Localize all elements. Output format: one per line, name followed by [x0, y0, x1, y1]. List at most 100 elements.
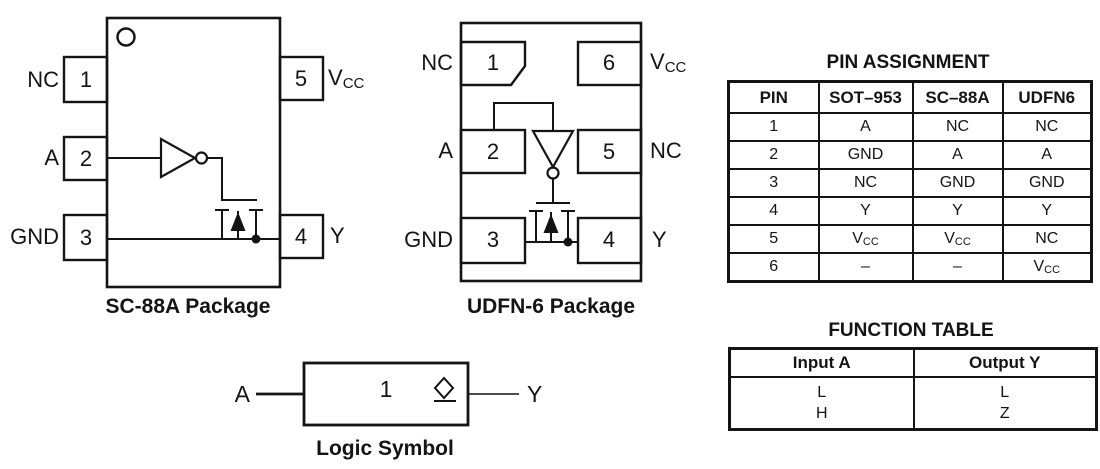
udfn6-pin2-number: 2: [486, 139, 500, 164]
udfn6-pin3-number: 3: [486, 227, 500, 252]
pin-table-cell: –: [911, 252, 1004, 283]
udfn6-pin3-pad: [459, 216, 527, 265]
udfn6-pin5-pad: [576, 128, 643, 175]
function-output-value-1: L: [1000, 384, 1010, 401]
udfn6-caption: UDFN-6 Package: [466, 295, 636, 318]
pin1-indicator-icon: [116, 27, 136, 47]
pin-table-cell: Y: [817, 196, 914, 226]
pin-table-cell: GND: [1001, 168, 1093, 198]
udfn6-pin5-number: 5: [602, 139, 616, 164]
function-table: Input A Output Y L H L Z: [728, 347, 1098, 431]
udfn6-pin4-label: Y: [652, 227, 667, 252]
pin-table-header-pin: PIN: [727, 80, 820, 114]
sc88a-pin5-number: 5: [294, 66, 308, 91]
udfn6-body-diode-arrow-icon: [543, 214, 559, 233]
pin-table-cell: VCC: [817, 224, 914, 254]
udfn6-pin6-label: VCC: [650, 49, 687, 76]
pin-table-cell: 4: [727, 196, 820, 226]
function-table-header-input: Input A: [728, 347, 915, 378]
function-input-value-1: L: [817, 384, 827, 401]
logic-input-label: A: [234, 381, 250, 407]
pin-table-cell: VCC: [1001, 252, 1093, 283]
function-table-header-output: Output Y: [912, 347, 1098, 378]
logic-symbol-caption: Logic Symbol: [316, 437, 454, 460]
udfn6-junction-dot: [563, 237, 573, 247]
pin-table-cell: GND: [911, 168, 1004, 198]
udfn6-pin1-number: 1: [486, 50, 500, 75]
sc88a-pin3-box: [62, 213, 109, 262]
sc88a-pin1-box: [62, 55, 109, 104]
sc88a-pin1-label: NC: [27, 67, 59, 92]
udfn6-gate-wire: [536, 179, 570, 204]
pin-assignment-table: PIN SOT–953 SC–88A UDFN6 1 A NC NC 2 GND…: [727, 80, 1093, 283]
pin-table-cell: 3: [727, 168, 820, 198]
udfn6-package-diagram: [459, 21, 643, 283]
sc88a-package-diagram: [62, 16, 325, 289]
pin-table-row-3: 3 NC GND GND: [727, 168, 1093, 198]
udfn6-pin3-label: GND: [404, 227, 453, 252]
pin-table-header-sc88a: SC–88A: [911, 80, 1004, 114]
sc88a-pin2-number: 2: [79, 146, 93, 171]
sc88a-mosfet-contacts: [215, 209, 263, 239]
udfn6-pin6-number: 6: [602, 50, 616, 75]
sc88a-inverter-triangle-icon: [159, 137, 198, 179]
sc88a-body-diode-arrow-icon: [230, 212, 246, 231]
pin-table-header-udfn6: UDFN6: [1001, 80, 1093, 114]
pin-table-cell: 2: [727, 140, 820, 170]
udfn6-inverter-bubble-icon: [546, 166, 560, 180]
sc88a-pin2-label: A: [44, 145, 59, 170]
pin-table-cell: 5: [727, 224, 820, 254]
sc88a-inverter-bubble-icon: [194, 151, 209, 165]
sc88a-pin4-box: [278, 213, 325, 260]
sc88a-gate-wire: [207, 157, 257, 201]
udfn6-input-wire: [493, 102, 554, 131]
udfn6-pin6-pad: [576, 40, 643, 87]
pin-table-header-row: PIN SOT–953 SC–88A UDFN6: [727, 80, 1093, 114]
function-table-header-row: Input A Output Y: [728, 347, 1098, 378]
pin-table-row-5: 5 VCC VCC NC: [727, 224, 1093, 254]
pin-table-cell: Y: [911, 196, 1004, 226]
udfn6-pin4-number: 4: [602, 227, 616, 252]
pin-table-cell: GND: [817, 140, 914, 170]
pin-table-row-4: 4 Y Y Y: [727, 196, 1093, 226]
sc88a-body: [105, 16, 282, 289]
sc88a-junction-dot: [251, 234, 261, 244]
function-output-value-2: Z: [999, 405, 1010, 422]
pin-table-header-sot953: SOT–953: [817, 80, 914, 114]
logic-output-label: Y: [527, 381, 543, 407]
pin-table-cell: NC: [911, 112, 1004, 142]
udfn6-pin1-pad: [459, 40, 527, 87]
pin-table-row-1: 1 A NC NC: [727, 112, 1093, 142]
pin-table-cell: A: [817, 112, 914, 142]
udfn6-pin2-label: A: [438, 138, 453, 163]
sc88a-pin3-label: GND: [10, 224, 59, 249]
function-table-output-cell: L Z: [912, 376, 1098, 431]
logic-symbol-diagram: [256, 361, 519, 427]
udfn6-pin4-pad: [576, 216, 643, 265]
function-table-body-row: L H L Z: [728, 376, 1098, 431]
pin-table-cell: VCC: [911, 224, 1004, 254]
pin-table-row-2: 2 GND A A: [727, 140, 1093, 170]
function-table-input-cell: L H: [728, 376, 915, 431]
udfn6-pin1-label: NC: [421, 50, 453, 75]
pin-assignment-title: PIN ASSIGNMENT: [826, 52, 990, 73]
logic-gate-label: 1: [379, 376, 393, 402]
sc88a-pin3-number: 3: [79, 225, 93, 250]
pin-table-cell: 6: [727, 252, 820, 283]
pin-table-cell: A: [1001, 140, 1093, 170]
function-input-value-2: H: [815, 405, 828, 422]
sc88a-caption: SC-88A Package: [105, 295, 271, 318]
udfn6-pin5-label: NC: [650, 138, 682, 163]
udfn6-mosfet-contacts: [529, 210, 575, 242]
pin-table-cell: –: [817, 252, 914, 283]
udfn6-inverter-triangle-icon: [531, 129, 575, 170]
sc88a-pin5-box: [278, 55, 325, 102]
sc88a-pin4-label: Y: [330, 223, 345, 248]
pin-table-cell: A: [911, 140, 1004, 170]
pin-table-cell: NC: [1001, 224, 1093, 254]
sc88a-pin1-number: 1: [79, 67, 93, 92]
pin-table-row-6: 6 – – VCC: [727, 252, 1093, 283]
sc88a-pin4-number: 4: [294, 224, 308, 249]
